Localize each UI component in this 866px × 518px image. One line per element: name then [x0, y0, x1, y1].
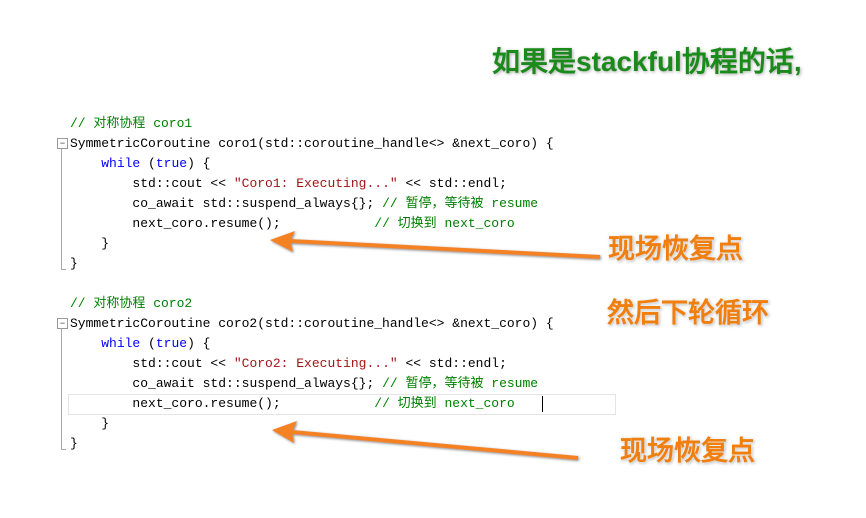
inline-comment: // 切换到 next_coro [374, 396, 515, 411]
code-text: std::cout << [132, 356, 234, 371]
keyword-while: while [101, 336, 141, 351]
comment-line: // 对称协程 coro2 [70, 296, 193, 311]
function-signature: SymmetricCoroutine coro1(std::coroutine_… [70, 136, 554, 151]
code-text: } [101, 236, 110, 251]
code-text: ( [140, 336, 156, 351]
keyword-while: while [101, 156, 141, 171]
fold-guide [61, 149, 62, 269]
arrow-restore-2 [291, 430, 579, 460]
fold-toggle-icon[interactable]: − [57, 318, 68, 329]
cout-line: std::cout << "Coro2: Executing..." << st… [70, 354, 554, 374]
inline-comment: // 暂停，等待被 resume [382, 376, 539, 391]
close-brace-inner: } [70, 414, 554, 434]
await-line: co_await std::suspend_always{}; // 暂停，等待… [70, 374, 554, 394]
code-text: co_await std::suspend_always{}; [132, 196, 383, 211]
close-brace-inner: } [70, 234, 554, 254]
code-text: << std::endl; [397, 356, 507, 371]
annotation-title: 如果是stackful协程的话, [492, 46, 802, 77]
inline-comment: // 切换到 next_coro [374, 216, 515, 231]
fold-guide-end [61, 269, 66, 270]
code-text: ( [140, 156, 156, 171]
keyword-true: true [155, 156, 188, 171]
function-signature: SymmetricCoroutine coro2(std::coroutine_… [70, 316, 554, 331]
annotation-restore-point-2: 现场恢复点 [620, 436, 755, 466]
close-brace-outer: } [70, 436, 78, 451]
cout-line: std::cout << "Coro1: Executing..." << st… [70, 174, 554, 194]
code-text: next_coro.resume(); [132, 216, 375, 231]
current-line-highlight [68, 394, 616, 415]
arrowhead [272, 421, 297, 443]
text-caret [542, 396, 543, 412]
annotation-next-loop: 然后下轮循环 [607, 298, 769, 328]
code-text: std::cout << [132, 176, 234, 191]
await-line: co_await std::suspend_always{}; // 暂停，等待… [70, 194, 554, 214]
fold-toggle-icon[interactable]: − [57, 138, 68, 149]
code-text: << std::endl; [397, 176, 507, 191]
code-text: } [101, 416, 110, 431]
string-literal: "Coro2: Executing..." [233, 356, 398, 371]
inline-comment: // 暂停，等待被 resume [382, 196, 539, 211]
comment-line: // 对称协程 coro1 [70, 116, 193, 131]
resume-line: next_coro.resume(); // 切换到 next_coro [70, 214, 554, 234]
arrow-restore-1 [289, 239, 601, 259]
keyword-true: true [155, 336, 188, 351]
fold-guide-end [61, 449, 66, 450]
while-line: while (true) { [70, 334, 554, 354]
code-text: ) { [187, 156, 211, 171]
code-text: ) { [187, 336, 211, 351]
arrowhead [270, 231, 295, 252]
annotation-restore-point-1: 现场恢复点 [608, 234, 743, 264]
string-literal: "Coro1: Executing..." [233, 176, 398, 191]
fold-guide [61, 329, 62, 449]
code-text: co_await std::suspend_always{}; [132, 376, 383, 391]
code-text: next_coro.resume(); [132, 396, 375, 411]
resume-line: next_coro.resume(); // 切换到 next_coro [70, 394, 554, 414]
close-brace-outer: } [70, 256, 78, 271]
while-line: while (true) { [70, 154, 554, 174]
